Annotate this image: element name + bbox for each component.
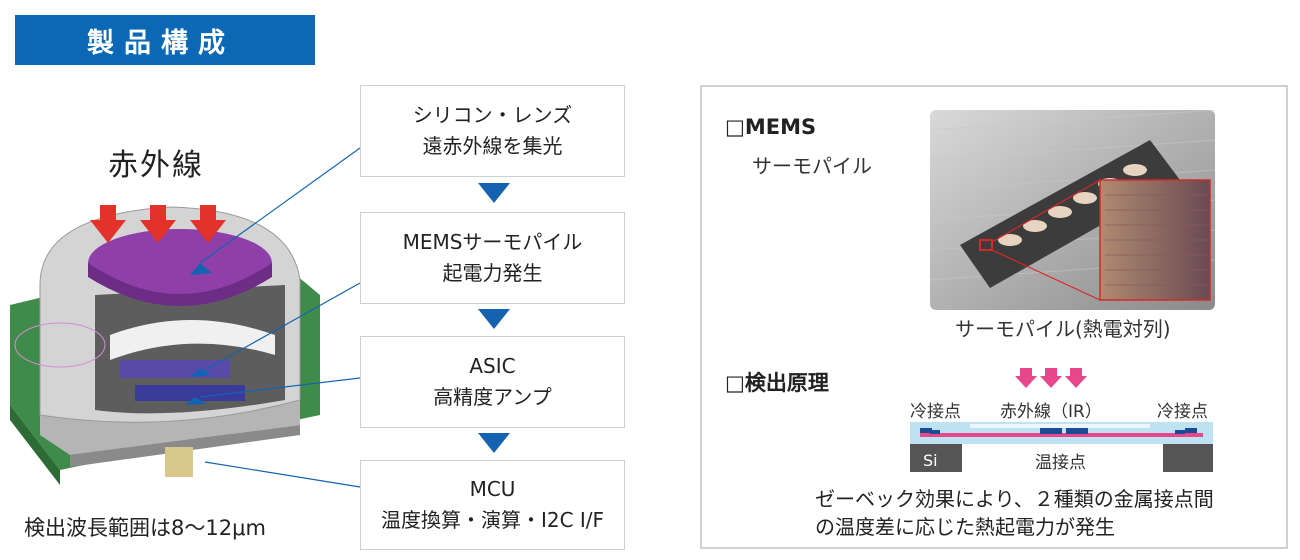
flow-step-line2: 起電力発生: [442, 261, 543, 285]
si-substrate-right: [1163, 444, 1213, 472]
sensor-cutaway: [95, 285, 285, 414]
flow-step-mems: MEMSサーモパイル 起電力発生: [360, 212, 625, 304]
wavelength-range: 検出波長範囲は8～12μm: [24, 516, 266, 540]
cold-junction-left: 冷接点: [910, 402, 961, 422]
flow-step-line2: 遠赤外線を集光: [422, 134, 563, 158]
ir-arrows: [90, 205, 226, 243]
hot-junction-label: 温接点: [1035, 453, 1086, 473]
sensor-illustration: [10, 205, 320, 485]
flow-step-mcu: MCU 温度換算・演算・I2C I/F: [360, 460, 625, 550]
flow-step-line1: シリコン・レンズ: [412, 103, 573, 127]
thermopile-caption: サーモパイル(熱電対列): [955, 317, 1171, 341]
principle-description-2: の温度差に応じた熱起電力が発生: [815, 515, 1115, 539]
mems-title: □MEMS: [725, 115, 817, 139]
principle-title: □検出原理: [725, 371, 829, 395]
ir-arrows-small: [1015, 368, 1087, 388]
flow-step-line1: ASIC: [469, 354, 516, 378]
mems-subtitle: サーモパイル: [752, 154, 872, 178]
si-substrate-left: [910, 444, 962, 472]
si-label: Si: [923, 451, 938, 470]
flow-step-asic: ASIC 高精度アンプ: [360, 336, 625, 428]
thermopile-photo: [930, 110, 1215, 310]
silicon-lens: [88, 229, 272, 297]
cold-junction-right: 冷接点: [1157, 402, 1208, 422]
asic-chip: [135, 385, 245, 401]
flow-step-line2: 温度換算・演算・I2C I/F: [380, 508, 605, 532]
ir-label: 赤外線（IR）: [1000, 402, 1102, 422]
junction-diagram: [910, 422, 1213, 472]
flow-step-line1: MCU: [469, 477, 516, 501]
flow-step-line1: MEMSサーモパイル: [402, 230, 583, 254]
flow-step-lens: シリコン・レンズ 遠赤外線を集光: [360, 85, 625, 177]
flow-arrows: [478, 183, 510, 453]
sensor-pin: [165, 447, 193, 477]
infrared-label: 赤外線: [108, 148, 204, 183]
section-title: 製品構成: [87, 27, 235, 59]
section-header: 製品構成: [15, 15, 315, 65]
connector-lines: [199, 147, 510, 488]
principle-description-1: ゼーベック効果により、２種類の金属接点間: [815, 487, 1214, 511]
flow-step-line2: 高精度アンプ: [433, 385, 552, 409]
